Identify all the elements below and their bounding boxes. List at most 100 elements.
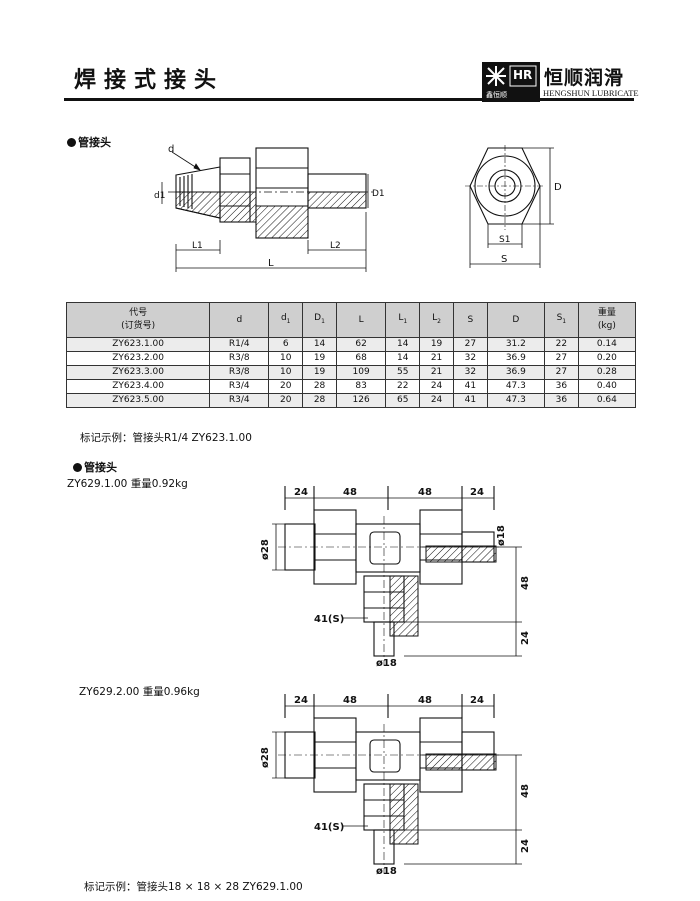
- tee-fitting-drawing-2: 24 48 48 24 ø28 48 24 41(S) ø18: [260, 694, 531, 877]
- table-cell: 126: [335, 393, 387, 408]
- column-header: L2: [419, 302, 454, 338]
- table-cell: 22: [385, 379, 421, 394]
- dim-41s: 41(S): [314, 614, 344, 625]
- dim-48-right: 48: [418, 695, 432, 706]
- table-cell: 62: [335, 337, 387, 352]
- table-cell: 0.40: [577, 379, 637, 394]
- table-cell: 24: [419, 379, 454, 394]
- table-cell: 41: [452, 379, 488, 394]
- dim-24-vertical: 24: [520, 839, 531, 853]
- logo-subtitle: 鑫恒顺: [486, 91, 507, 99]
- column-header: L1: [385, 302, 421, 338]
- table-cell: 0.14: [577, 337, 637, 352]
- column-header: S: [452, 302, 488, 338]
- table-cell: 36.9: [486, 351, 545, 366]
- table-cell: 14: [385, 337, 421, 352]
- table-cell: 65: [385, 393, 421, 408]
- table-cell: 10: [268, 365, 304, 380]
- table-cell: R3/4: [209, 379, 270, 394]
- example-note-2: 标记示例：管接头18 × 18 × 28 ZY629.1.00: [84, 881, 303, 893]
- example-note-1: 标记示例：管接头R1/4 ZY623.1.00: [80, 432, 252, 444]
- dim-24-left: 24: [294, 487, 308, 498]
- label-L2: L2: [330, 241, 341, 251]
- table-cell: 55: [385, 365, 421, 380]
- table-cell: ZY623.1.00: [65, 337, 211, 352]
- table-cell: 27: [452, 337, 488, 352]
- tee-fitting-drawing-1: 24 48 48 24 ø28 ø18 48 24 41(S) ø18: [260, 486, 531, 669]
- column-header: L: [335, 302, 387, 338]
- section2-heading: 管接头: [73, 459, 117, 475]
- logo-letters: HR: [513, 68, 533, 82]
- table-cell: 14: [302, 337, 337, 352]
- table-cell: 22: [543, 337, 579, 352]
- dim-dia18-bottom: ø18: [376, 866, 397, 877]
- dim-24-vertical: 24: [520, 631, 531, 645]
- table-cell: 14: [385, 351, 421, 366]
- table-cell: 68: [335, 351, 387, 366]
- dim-dia18-bottom: ø18: [376, 658, 397, 669]
- table-cell: 27: [543, 365, 579, 380]
- brand-name-cn: 恒顺润滑: [544, 67, 625, 89]
- section1-heading: 管接头: [67, 134, 111, 150]
- table-cell: 36: [543, 379, 579, 394]
- column-header: 重量(kg): [577, 302, 637, 338]
- label-S1: S1: [499, 235, 510, 245]
- fitting-side-view-drawing: d d1 D1 L1 L2 L: [154, 144, 385, 272]
- table-cell: R3/8: [209, 365, 270, 380]
- dim-24-right: 24: [470, 695, 484, 706]
- label-L: L: [268, 258, 274, 269]
- table-cell: R3/4: [209, 393, 270, 408]
- table-cell: 10: [268, 351, 304, 366]
- dim-dia28: ø28: [260, 747, 271, 768]
- dim-24-left: 24: [294, 695, 308, 706]
- dim-48-vertical: 48: [520, 576, 531, 590]
- dim-48-left: 48: [343, 487, 357, 498]
- table-cell: 32: [452, 351, 488, 366]
- fitting-end-view-drawing: S1 S D: [465, 145, 562, 268]
- table-cell: 19: [302, 351, 337, 366]
- table-cell: ZY623.2.00: [65, 351, 211, 366]
- brand-logo: HR 鑫恒顺 恒顺润滑 HENGSHUN LUBRICATE: [482, 62, 639, 102]
- table-cell: 21: [419, 351, 454, 366]
- column-header: d1: [268, 302, 304, 338]
- table-cell: 0.28: [577, 365, 637, 380]
- label-D1: D1: [372, 189, 385, 199]
- table-cell: 36.9: [486, 365, 545, 380]
- label-D: D: [554, 182, 562, 193]
- dim-41s: 41(S): [314, 822, 344, 833]
- table-cell: 32: [452, 365, 488, 380]
- table-cell: 19: [302, 365, 337, 380]
- column-header: D: [486, 302, 545, 338]
- table-cell: 36: [543, 393, 579, 408]
- table-cell: 27: [543, 351, 579, 366]
- table-cell: R3/8: [209, 351, 270, 366]
- model-2-label: ZY629.2.00 重量0.96kg: [79, 686, 200, 698]
- label-d: d: [168, 144, 174, 155]
- header-rule: [64, 98, 634, 101]
- table-cell: 6: [268, 337, 304, 352]
- table-cell: 24: [419, 393, 454, 408]
- table-cell: 47.3: [486, 393, 545, 408]
- logo-mark: HR 鑫恒顺: [482, 62, 540, 102]
- table-cell: 109: [335, 365, 387, 380]
- brand-name-en: HENGSHUN LUBRICATE: [543, 88, 639, 98]
- dim-24-right: 24: [470, 487, 484, 498]
- table-cell: 31.2: [486, 337, 545, 352]
- table-cell: 0.64: [577, 393, 637, 408]
- table-cell: 41: [452, 393, 488, 408]
- dim-48-vertical: 48: [520, 784, 531, 798]
- table-cell: 21: [419, 365, 454, 380]
- table-cell: R1/4: [209, 337, 270, 352]
- dim-dia18-right: ø18: [496, 525, 507, 546]
- table-cell: 83: [335, 379, 387, 394]
- dim-48-right: 48: [418, 487, 432, 498]
- bullet-icon: [67, 138, 76, 147]
- table-cell: 0.20: [577, 351, 637, 366]
- table-cell: 20: [268, 379, 304, 394]
- table-cell: ZY623.4.00: [65, 379, 211, 394]
